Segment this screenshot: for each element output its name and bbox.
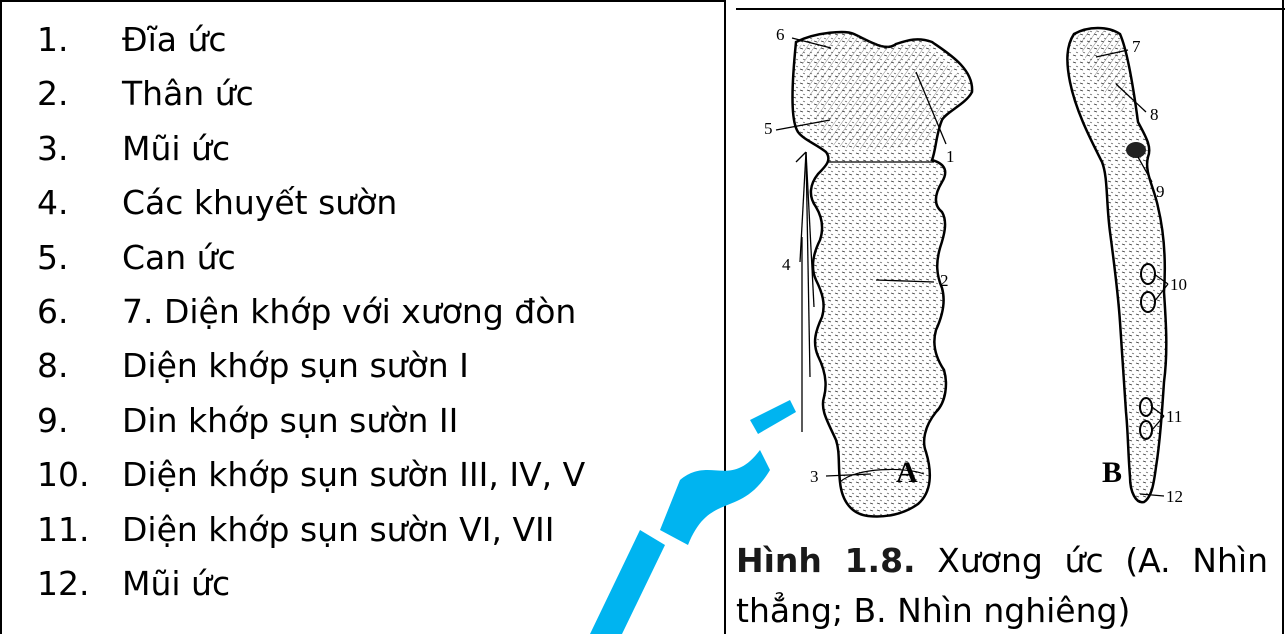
legend-text: Thân ức — [122, 67, 254, 121]
legend-text: Đĩa ức — [122, 13, 227, 67]
callout-b-12: 12 — [1166, 487, 1183, 506]
legend-number: 2. — [37, 67, 69, 121]
callout-a-5: 5 — [764, 119, 773, 138]
figure-caption: Hình 1.8. Xương ức (A. Nhìn thẳng; B. Nh… — [736, 536, 1268, 636]
legend-item: 1. Đĩa ức — [0, 13, 720, 67]
table-top-border-left — [0, 0, 724, 2]
table-top-border-right — [736, 8, 1285, 10]
callout-b-7: 7 — [1132, 37, 1141, 56]
callout-a-2: 2 — [940, 271, 949, 290]
table-column-divider — [724, 0, 726, 634]
callout-a-4: 4 — [782, 255, 791, 274]
legend-number: 10. — [37, 448, 89, 502]
legend-item: 10. Diện khớp sụn sườn III, IV, V — [0, 448, 720, 502]
legend-item: 6. 7. Diện khớp với xương đòn — [0, 285, 720, 339]
legend-text: Mũi ức — [122, 122, 230, 176]
legend-text: Diện khớp sụn sườn I — [122, 339, 469, 393]
callout-b-9: 9 — [1156, 182, 1165, 201]
callout-a-6: 6 — [776, 25, 785, 44]
legend-item: 11. Diện khớp sụn sườn VI, VII — [0, 503, 720, 557]
caption-label: Hình 1.8. — [736, 541, 916, 580]
legend-number: 4. — [37, 176, 69, 230]
legend-text: 7. Diện khớp với xương đòn — [122, 285, 576, 339]
legend-item: 4. Các khuyết sườn — [0, 176, 720, 230]
callout-b-8: 8 — [1150, 105, 1159, 124]
callout-a-3: 3 — [810, 467, 819, 486]
legend-number: 1. — [37, 13, 69, 67]
callout-a-1: 1 — [946, 147, 955, 166]
legend-number: 8. — [37, 339, 69, 393]
legend-number: 9. — [37, 394, 69, 448]
legend-text: Can ức — [122, 231, 236, 285]
legend-item: 12. Mũi ức — [0, 557, 720, 611]
sternum-anterior-view: 6 5 1 4 2 3 A — [764, 25, 972, 517]
legend-text: Mũi ức — [122, 557, 230, 611]
callout-b-11: 11 — [1166, 407, 1182, 426]
legend-number: 11. — [37, 503, 89, 557]
legend-number: 5. — [37, 231, 69, 285]
view-b-label: B — [1102, 456, 1122, 489]
sternum-figure: 6 5 1 4 2 3 A — [736, 12, 1281, 532]
legend-text: Diện khớp sụn sườn III, IV, V — [122, 448, 585, 502]
sternum-lateral-view: 7 8 9 10 11 12 B — [1067, 28, 1187, 506]
legend-number: 3. — [37, 122, 69, 176]
table-right-border — [1282, 0, 1284, 634]
legend-list: 1. Đĩa ức 2. Thân ức 3. Mũi ức 4. Các khuyết… — [0, 13, 720, 611]
legend-item: 8. Diện khớp sụn sườn I — [0, 339, 720, 393]
legend-item: 2. Thân ức — [0, 67, 720, 121]
legend-item: 9. Din khớp sụn sườn II — [0, 394, 720, 448]
legend-text: Din khớp sụn sườn II — [122, 394, 458, 448]
legend-item: 3. Mũi ức — [0, 122, 720, 176]
legend-text: Diện khớp sụn sườn VI, VII — [122, 503, 554, 557]
legend-number: 6. — [37, 285, 69, 339]
callout-b-10: 10 — [1170, 275, 1187, 294]
view-a-label: A — [896, 456, 918, 489]
legend-item: 5. Can ức — [0, 231, 720, 285]
legend-number: 12. — [37, 557, 89, 611]
legend-text: Các khuyết sườn — [122, 176, 397, 230]
